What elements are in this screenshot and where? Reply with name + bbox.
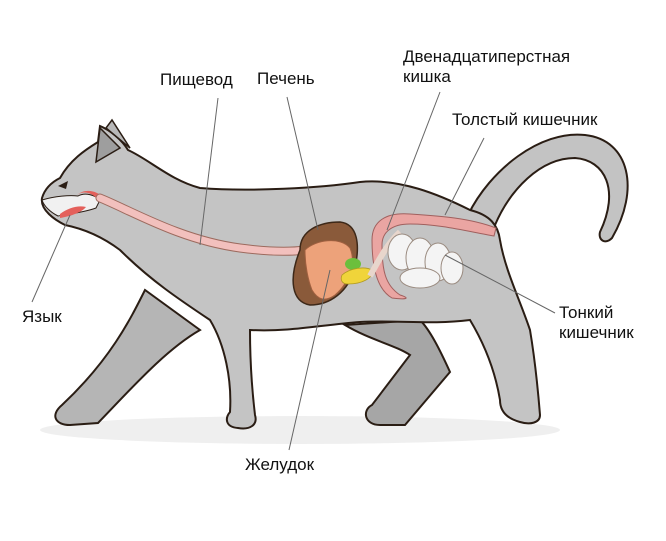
leader-duodenum <box>386 91 441 231</box>
label-small-intestine-line2: кишечник <box>559 323 634 342</box>
back-left-leg <box>341 318 452 426</box>
label-esophagus: Пищевод <box>160 70 233 89</box>
label-liver: Печень <box>257 69 315 88</box>
ear <box>95 126 122 164</box>
leader-esophagus <box>199 97 219 246</box>
front-left-leg <box>54 288 202 427</box>
label-small-intestine: Тонкий кишечник <box>559 303 634 343</box>
pancreas <box>340 267 373 285</box>
label-stomach: Желудок <box>245 455 315 474</box>
tail <box>466 133 629 243</box>
ground-shadow <box>40 416 560 444</box>
eye <box>58 181 68 189</box>
label-small-intestine-line1: Тонкий <box>559 303 614 322</box>
leader-small-intestine <box>444 254 556 314</box>
label-tongue: Язык <box>22 307 62 326</box>
tongue <box>60 206 86 218</box>
leader-stomach <box>288 269 331 451</box>
mouth <box>41 193 101 217</box>
cat-body <box>40 124 542 430</box>
ear-back <box>104 118 131 149</box>
leader-large-intestine <box>444 137 485 216</box>
stomach <box>304 240 353 300</box>
leader-lines <box>31 91 556 451</box>
label-duodenum-line2: кишка <box>403 67 451 86</box>
large-intestine <box>371 213 497 300</box>
gallbladder <box>345 258 361 270</box>
small-intestine <box>387 233 464 289</box>
label-large-intestine: Толстый кишечник <box>452 110 598 129</box>
leader-tongue <box>31 214 71 303</box>
leader-liver <box>286 96 319 231</box>
esophagus <box>96 194 309 255</box>
label-duodenum: Двенадцатиперстная кишка <box>403 47 570 87</box>
label-duodenum-line1: Двенадцатиперстная <box>403 47 571 66</box>
